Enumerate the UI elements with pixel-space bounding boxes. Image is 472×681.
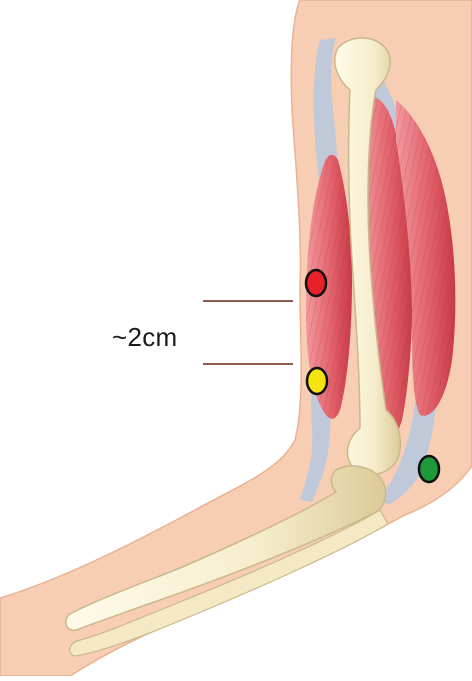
electrode-upper-red: [304, 268, 328, 298]
electrode-reference-green: [417, 454, 441, 484]
humerus-bone: [334, 37, 402, 476]
distance-label: ~2cm: [112, 322, 178, 352]
electrode-lower-yellow: [305, 366, 329, 396]
radius-bone: [69, 509, 389, 657]
ulna-bone: [65, 465, 387, 631]
